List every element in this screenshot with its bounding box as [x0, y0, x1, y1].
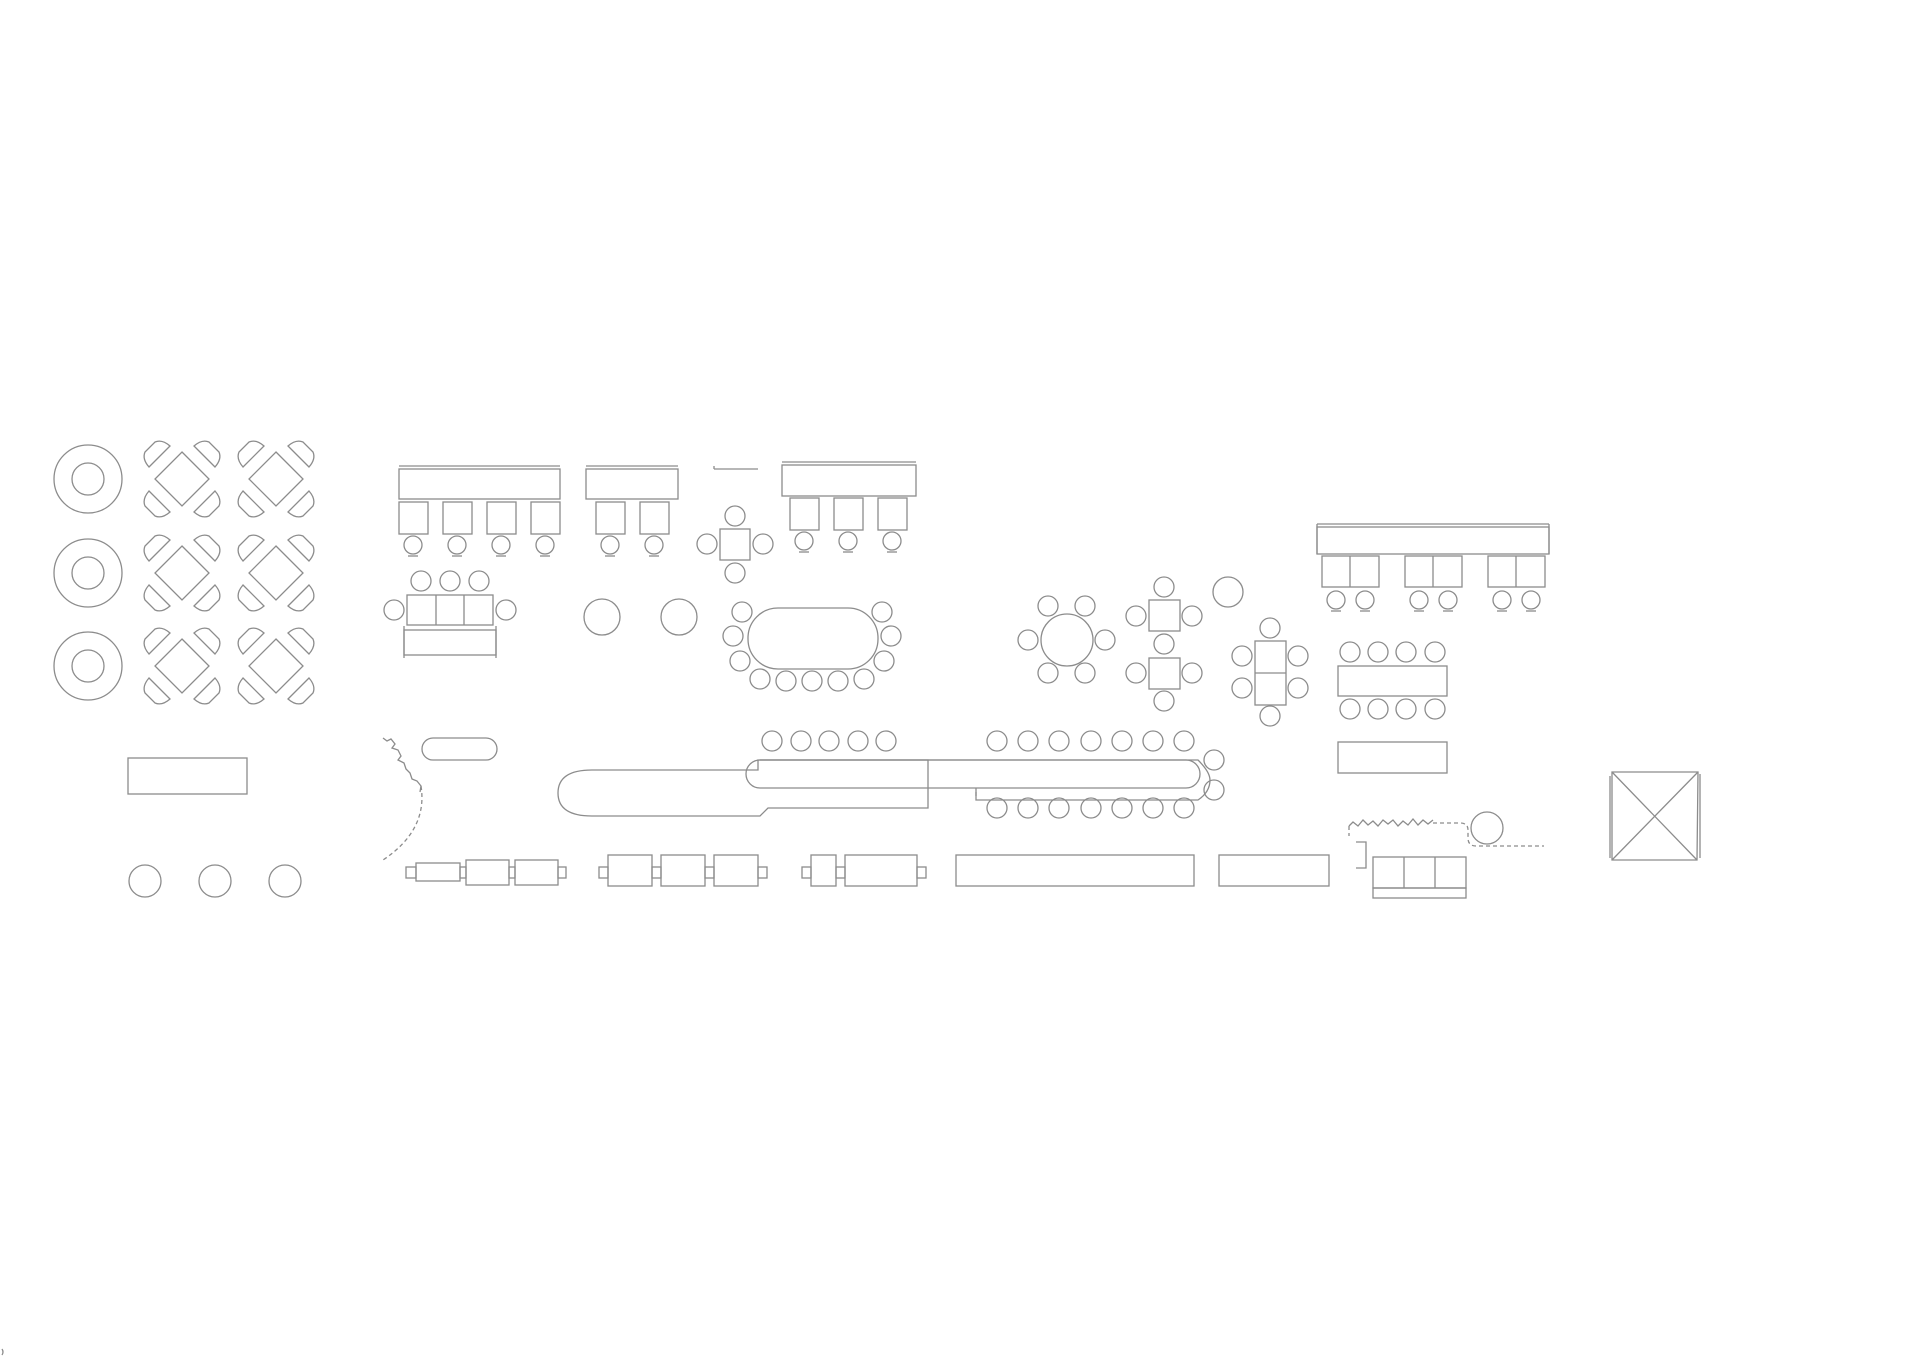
workstation: [639, 501, 670, 557]
diamond-table-with-chairs: [143, 534, 221, 612]
double-workstation: [1321, 555, 1380, 612]
square-tables-stacked: [1125, 576, 1203, 712]
column-cross: [1609, 771, 1701, 861]
sofa-set-1: [405, 859, 567, 886]
round-table: [660, 598, 698, 636]
diamond-table-with-chairs: [237, 627, 315, 705]
double-workstation: [1404, 555, 1463, 612]
diamond-table-with-chairs: [237, 440, 315, 518]
square-table-4-seats: [696, 505, 774, 584]
pill-bench: [421, 737, 498, 761]
desk-counter: [1316, 526, 1550, 555]
oval-conference-table: [722, 601, 902, 692]
round-planter: [1470, 811, 1504, 845]
ring-table: [53, 538, 123, 608]
round-table: [1212, 576, 1244, 608]
workstation: [442, 501, 473, 557]
planter-line: [1348, 817, 1434, 827]
diamond-table-with-chairs: [143, 440, 221, 518]
planter-line: [382, 737, 422, 793]
long-counter-right: [745, 759, 1211, 801]
wall-return: [1356, 841, 1367, 869]
workstation-row-3: [781, 461, 917, 553]
dashed-boundary: [1433, 822, 1544, 847]
workstation: [833, 497, 864, 553]
desk-counter: [585, 468, 679, 500]
stool: [198, 864, 232, 898]
diamond-table-with-chairs: [143, 627, 221, 705]
double-workstation: [1487, 555, 1546, 612]
long-counter-left: [557, 759, 929, 817]
ring-table-group: [53, 444, 123, 701]
sofa-set-2: [598, 854, 768, 887]
sofa-set-3: [801, 854, 927, 887]
workstation: [486, 501, 517, 557]
workstation-row-2: [585, 465, 679, 557]
workstation: [595, 501, 626, 557]
round-table-6-seats: [1017, 595, 1116, 684]
bench: [1218, 854, 1330, 887]
corner-mark: [1, 1348, 4, 1356]
counter-stools: [761, 730, 1225, 819]
workstation: [398, 501, 429, 557]
side-table: [1337, 741, 1448, 774]
workstation: [789, 497, 820, 553]
triple-cabinet: [1372, 856, 1467, 899]
workstation-row-6: [1316, 523, 1550, 612]
rect-table-8-seats: [1337, 641, 1448, 720]
long-bench: [955, 854, 1195, 887]
diamond-table-with-chairs: [237, 534, 315, 612]
stool: [128, 864, 162, 898]
workstation: [877, 497, 908, 553]
stool: [268, 864, 302, 898]
door-swing-arc: [382, 785, 423, 861]
double-table-6-seats: [1231, 617, 1309, 727]
bench-table-group: [383, 570, 517, 658]
ring-table: [53, 631, 123, 701]
diamond-table-group: [143, 440, 315, 705]
desk-counter: [398, 468, 561, 500]
desk-counter: [781, 464, 917, 497]
round-table: [583, 598, 621, 636]
workstation-row-4: [398, 465, 561, 557]
side-table: [127, 757, 248, 795]
workstation: [530, 501, 561, 557]
ring-table: [53, 444, 123, 514]
